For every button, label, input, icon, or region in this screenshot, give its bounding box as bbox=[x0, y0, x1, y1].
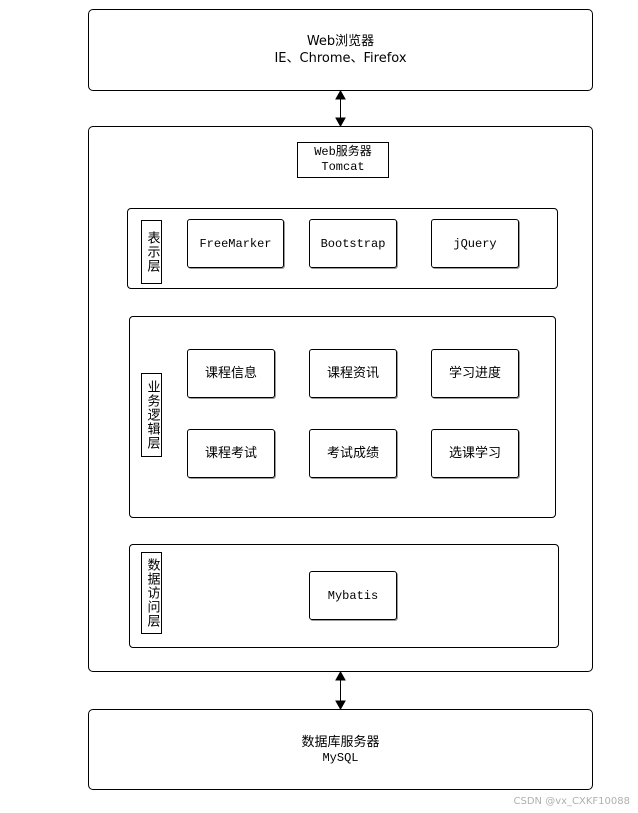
business-logic-layer-label: 业务逻辑层 bbox=[141, 373, 162, 457]
data-access-layer-label: 数据访问层 bbox=[141, 552, 162, 634]
module-jquery: jQuery bbox=[431, 219, 519, 268]
web-server-title: Web服务器 bbox=[314, 145, 372, 159]
web-browser-box: Web浏览器 IE、Chrome、Firefox bbox=[88, 9, 593, 91]
module-course-news: 课程资讯 bbox=[309, 349, 397, 398]
module-freemarker: FreeMarker bbox=[187, 219, 284, 268]
module-learning-progress: 学习进度 bbox=[431, 349, 519, 398]
database-server-title: 数据库服务器 bbox=[301, 734, 380, 750]
module-course-info: 课程信息 bbox=[187, 349, 275, 398]
module-bootstrap: Bootstrap bbox=[309, 219, 397, 268]
presentation-layer-label: 表示层 bbox=[141, 220, 162, 284]
web-server-subtitle: Tomcat bbox=[321, 160, 365, 174]
arrowhead-down-top bbox=[335, 117, 346, 128]
module-mybatis: Mybatis bbox=[309, 571, 397, 620]
database-server-subtitle: MySQL bbox=[322, 750, 359, 765]
watermark: CSDN @vx_CXKF10088 bbox=[513, 796, 630, 807]
module-exam-scores: 考试成绩 bbox=[309, 429, 397, 478]
arrowhead-down-bottom bbox=[335, 700, 346, 711]
database-server-box: 数据库服务器 MySQL bbox=[88, 709, 593, 790]
arrowhead-up-top bbox=[335, 89, 346, 100]
arrowhead-up-bottom bbox=[335, 670, 346, 681]
module-course-exam: 课程考试 bbox=[187, 429, 275, 478]
web-browser-title: Web浏览器 bbox=[306, 34, 375, 49]
module-course-selection: 选课学习 bbox=[431, 429, 519, 478]
web-browser-subtitle: IE、Chrome、Firefox bbox=[274, 51, 407, 66]
web-server-label: Web服务器 Tomcat bbox=[297, 142, 389, 178]
